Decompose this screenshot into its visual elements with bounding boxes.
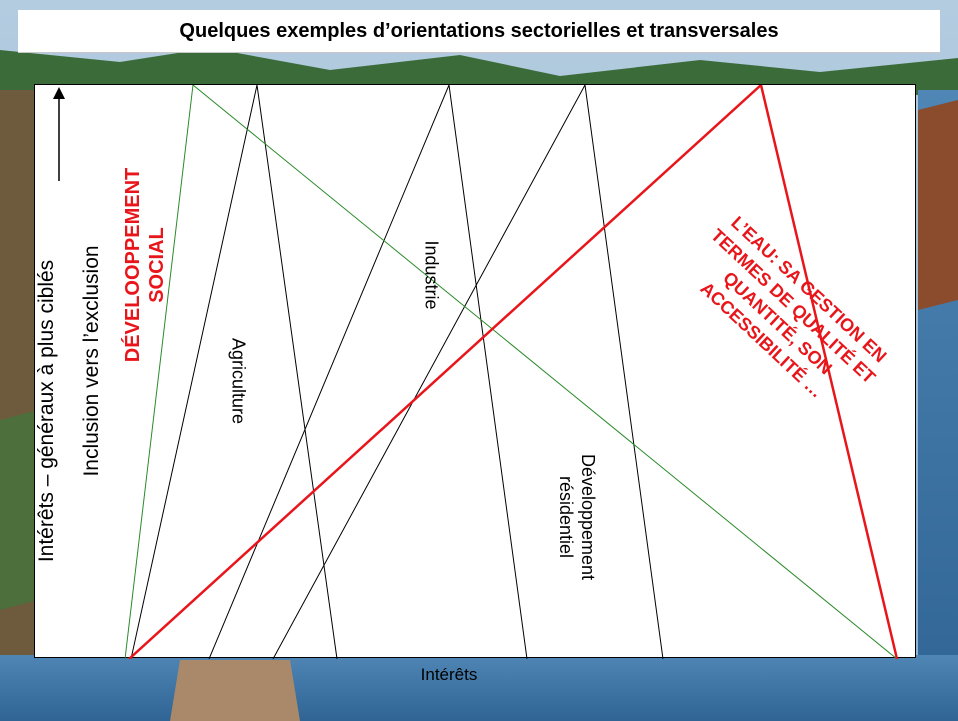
developpement-residentiel-label-line1: Développement (578, 453, 598, 581)
y-axis-label-inclusion: Inclusion vers l’exclusion (80, 245, 103, 477)
industrie-label: Industrie (421, 240, 442, 310)
slide-title: Quelques exemples d’orientations sectori… (18, 10, 940, 53)
developpement-residentiel-label-line2: résidentiel (556, 475, 576, 559)
eau-line (128, 85, 899, 659)
developpement-social-line (124, 85, 898, 659)
developpement-social-label-line1: DÉVELOOPPEMENT (122, 167, 144, 363)
diagram-panel (34, 84, 916, 659)
developpement-residentiel-line (272, 85, 664, 659)
industrie-line (208, 85, 528, 659)
agriculture-line (130, 85, 338, 659)
y-axis-label-general: Intérêts – généraux à plus ciblés (35, 259, 58, 563)
agriculture-label: Agriculture (228, 337, 249, 425)
developpement-social-label: DÉVELOOPPEMENT SOCIAL (121, 168, 169, 362)
orientation-lines (53, 85, 899, 659)
developpement-social-label-line2: SOCIAL (146, 227, 168, 303)
x-axis-label: Intérêts (420, 665, 478, 684)
developpement-residentiel-label: Développement résidentiel (555, 454, 599, 580)
